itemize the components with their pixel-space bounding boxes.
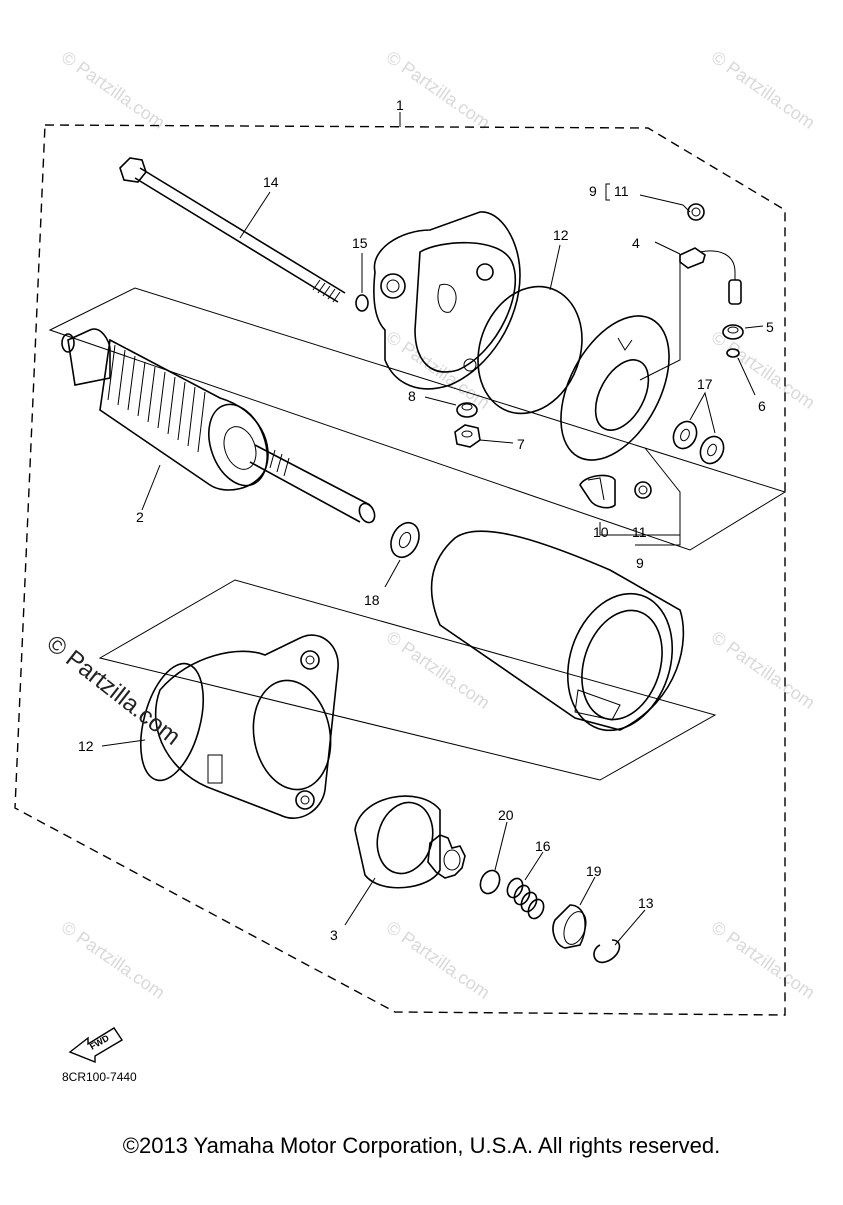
leader-line: [614, 909, 646, 946]
watermark-text: © Partzilla.com: [383, 917, 494, 1003]
washer-nut: [456, 402, 478, 418]
leader-line: [239, 191, 271, 239]
callout-19: 19: [586, 863, 602, 879]
brush-plate: [560, 315, 670, 461]
assembly-boundary: [14, 124, 786, 1016]
watermark-text: © Partzilla.com: [58, 917, 169, 1003]
o-ring-large-top: [477, 285, 583, 415]
leader-line: [101, 739, 146, 747]
leader-line: [579, 876, 596, 906]
leader-line: [424, 396, 457, 406]
leader-line: [524, 851, 544, 881]
small-washer: [479, 869, 501, 895]
leader-line: [479, 439, 514, 444]
watermark-layer: © Partzilla.com © Partzilla.com © Partzi…: [58, 47, 819, 1003]
callout-17: 17: [697, 376, 713, 392]
callout-9: 9: [589, 183, 597, 199]
rear-cover: [373, 211, 521, 390]
brush-with-lead: [679, 247, 742, 305]
copyright-footer: ©2013 Yamaha Motor Corporation, U.S.A. A…: [122, 1133, 721, 1158]
callout-5: 5: [766, 319, 774, 335]
hex-nut: [454, 424, 481, 448]
front-cover: [154, 634, 339, 819]
leader-line: [689, 391, 716, 434]
leader-line: [549, 244, 561, 291]
leader-line: [639, 194, 684, 206]
part-code: 8CR100-7440: [62, 1070, 137, 1084]
callout-9: 9: [636, 555, 644, 571]
callout-4: 4: [632, 235, 640, 251]
leader-line: [635, 447, 681, 546]
watermark-text: © Partzilla.com: [708, 47, 819, 133]
o-ring-small: [355, 294, 369, 312]
terminal-cap: [722, 324, 744, 340]
leader-line: [494, 821, 508, 871]
watermark-text: © Partzilla.com: [383, 627, 494, 713]
panel-outline: [98, 579, 717, 781]
callout-12: 12: [78, 738, 94, 754]
o-ring-tiny: [726, 348, 740, 358]
leader-line: [639, 258, 681, 381]
leader-line: [344, 877, 376, 926]
yoke-housing: [430, 530, 685, 732]
leader-line: [384, 559, 401, 588]
stopper-collar: [552, 904, 587, 949]
o-ring-large-bottom: [140, 662, 204, 782]
callout-11: 11: [632, 524, 647, 540]
brush-spring-top: [682, 203, 705, 221]
callout-12: 12: [553, 227, 569, 243]
callout-7: 7: [517, 436, 525, 452]
callouts: 1 2 3 4 5 6 7 8 9 9 10 11 11 12 12 13 14…: [78, 97, 774, 943]
callout-1: 1: [396, 97, 404, 113]
armature: [61, 328, 376, 524]
callout-15: 15: [352, 235, 368, 251]
watermark-text: © Partzilla.com: [708, 917, 819, 1003]
through-bolt: [119, 157, 346, 303]
watermark-text: © Partzilla.com: [708, 627, 819, 713]
callout-2: 2: [136, 509, 144, 525]
callout-6: 6: [758, 398, 766, 414]
panel-outline: [48, 287, 787, 551]
callout-8: 8: [408, 388, 416, 404]
callout-10: 10: [593, 524, 609, 540]
callout-20: 20: [498, 807, 514, 823]
brush-holder: [579, 474, 616, 509]
bracket: [605, 183, 610, 201]
callout-13: 13: [638, 895, 654, 911]
leader-line: [654, 241, 681, 255]
watermark-text: © Partzilla.com: [58, 47, 169, 133]
callout-14: 14: [263, 174, 279, 190]
starter-clutch: [354, 795, 466, 889]
thrust-washer: [390, 521, 420, 559]
leader-line: [141, 464, 161, 511]
callout-18: 18: [364, 592, 380, 608]
callout-16: 16: [535, 838, 551, 854]
circlip: [593, 939, 621, 964]
watermark-text: © Partzilla.com: [383, 47, 494, 133]
brush-spring-bottom: [634, 481, 652, 499]
pinion-spring: [506, 877, 545, 920]
callout-3: 3: [330, 927, 338, 943]
leader-line: [737, 357, 756, 396]
washers: [672, 420, 725, 465]
forward-arrow-icon: FWD: [68, 1027, 123, 1064]
leader-line: [744, 325, 764, 329]
bracket: [599, 522, 680, 536]
callout-11: 11: [614, 183, 629, 199]
